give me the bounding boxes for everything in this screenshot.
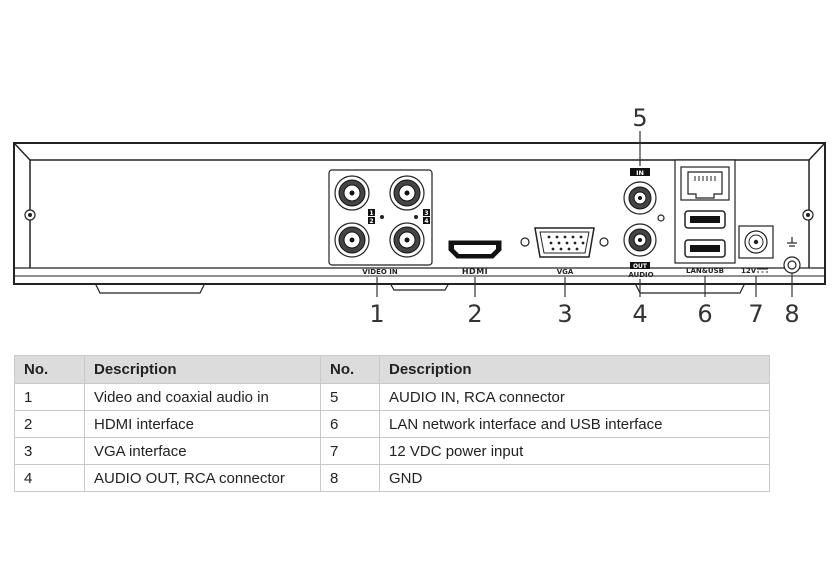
row-number: 2 xyxy=(14,410,85,438)
bnc-connector-3 xyxy=(389,175,425,211)
row-number: 3 xyxy=(14,437,85,465)
row-description: Video and coaxial audio in xyxy=(84,383,321,411)
left-screw-icon xyxy=(24,209,36,221)
channel-number-3: 3 xyxy=(424,210,428,217)
table-row: 4 AUDIO OUT, RCA connector 8 GND xyxy=(14,464,770,492)
row-description: AUDIO OUT, RCA connector xyxy=(84,464,321,492)
callout-7: 7 xyxy=(748,300,763,328)
video-in-label: VIDEO IN xyxy=(362,268,398,276)
dc-symbol-icon xyxy=(757,268,768,273)
row-description: GND xyxy=(379,464,770,492)
hdmi-label: HDMI xyxy=(462,267,488,276)
bnc-connector-2 xyxy=(334,222,370,258)
header-no-right: No. xyxy=(320,355,380,384)
callout-2: 2 xyxy=(467,300,482,328)
table-row: 1 Video and coaxial audio in 5 AUDIO IN,… xyxy=(14,383,770,411)
bnc-connector-4 xyxy=(389,222,425,258)
right-screw-icon xyxy=(802,209,814,221)
video-in-block: 1 2 3 4 VIDEO IN xyxy=(328,169,433,276)
interface-table: No. Description No. Description 1 Video … xyxy=(14,355,770,492)
audio-out-tag: OUT xyxy=(633,263,648,270)
row-number: 8 xyxy=(320,464,380,492)
channel-number-4: 4 xyxy=(424,218,428,225)
row-number: 4 xyxy=(14,464,85,492)
header-no-left: No. xyxy=(14,355,85,384)
header-description-left: Description xyxy=(84,355,321,384)
callout-6: 6 xyxy=(697,300,712,328)
audio-in-rca: IN xyxy=(623,168,657,215)
table-row: 2 HDMI interface 6 LAN network interface… xyxy=(14,410,770,438)
hdmi-port: HDMI xyxy=(448,240,502,276)
usb-port-2 xyxy=(684,239,726,258)
audio-in-tag: IN xyxy=(636,169,644,177)
audio-label: AUDIO xyxy=(628,271,653,279)
row-description: AUDIO IN, RCA connector xyxy=(379,383,770,411)
ground-icon xyxy=(787,237,797,247)
vga-port: VGA xyxy=(520,227,609,276)
callout-5: 5 xyxy=(632,104,647,132)
power-label: 12V xyxy=(741,267,757,275)
lan-usb-label: LAN&USB xyxy=(686,267,724,275)
audio-out-rca: OUT AUDIO xyxy=(623,223,657,279)
callout-3: 3 xyxy=(557,300,572,328)
header-description-right: Description xyxy=(379,355,770,384)
table-row: 3 VGA interface 7 12 VDC power input xyxy=(14,437,770,465)
ethernet-port xyxy=(680,166,730,201)
callout-1: 1 xyxy=(369,300,384,328)
callout-8: 8 xyxy=(784,300,799,328)
row-number: 5 xyxy=(320,383,380,411)
lan-usb-block: LAN&USB xyxy=(674,159,736,275)
row-description: VGA interface xyxy=(84,437,321,465)
power-jack: 12V xyxy=(738,225,774,275)
row-description: LAN network interface and USB interface xyxy=(379,410,770,438)
table-header-row: No. Description No. Description xyxy=(14,355,770,384)
row-number: 7 xyxy=(320,437,380,465)
row-description: 12 VDC power input xyxy=(379,437,770,465)
bnc-connector-1 xyxy=(334,175,370,211)
channel-number-2: 2 xyxy=(369,218,373,225)
channel-number-1: 1 xyxy=(369,210,373,217)
row-number: 1 xyxy=(14,383,85,411)
rear-panel-diagram: 1 2 3 4 VIDEO IN HDMI VGA IN xyxy=(13,104,826,328)
usb-port-1 xyxy=(684,210,726,229)
vga-label: VGA xyxy=(557,268,574,276)
gnd-terminal xyxy=(783,256,801,274)
row-description: HDMI interface xyxy=(84,410,321,438)
callout-4: 4 xyxy=(632,300,647,328)
row-number: 6 xyxy=(320,410,380,438)
